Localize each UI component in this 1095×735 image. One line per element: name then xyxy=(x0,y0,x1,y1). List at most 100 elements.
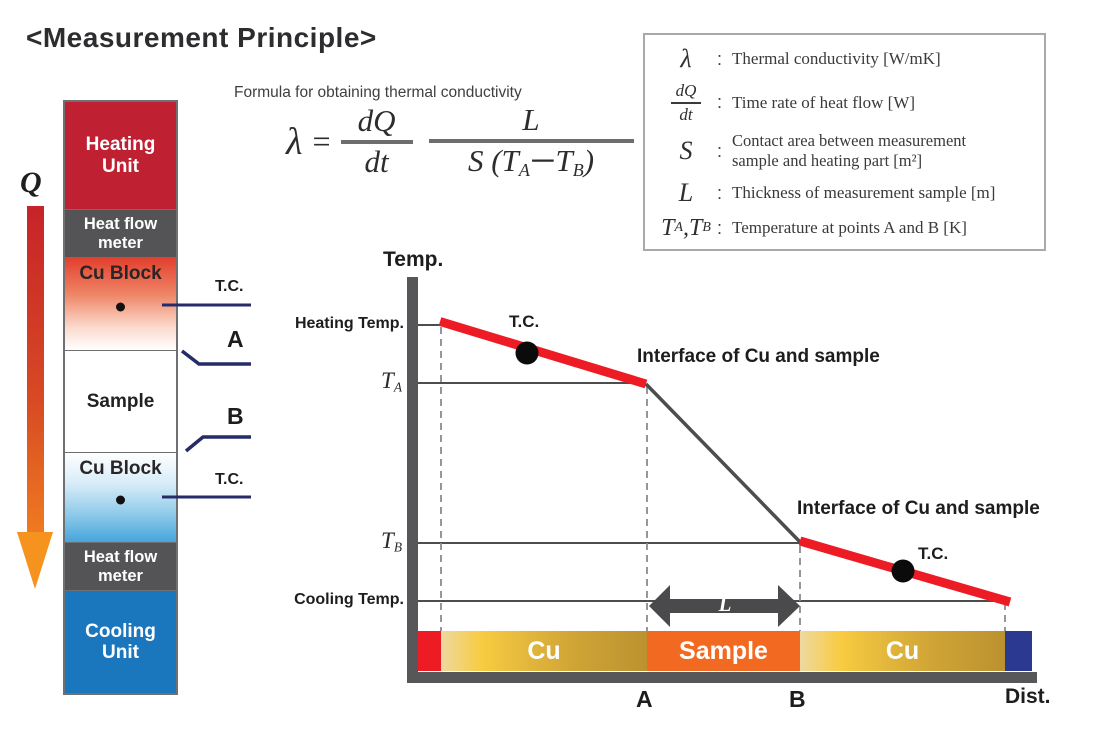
thermal-conductivity-formula: λ = dQ dt L S (TA−TB) xyxy=(286,102,634,180)
bar-cu-left-label: Cu xyxy=(527,636,561,665)
legend-row-lambda: λ : Thermal conductivity [W/mK] xyxy=(659,44,1034,74)
fraction-denominator: S (TA−TB) xyxy=(467,142,595,180)
subscript-a: A xyxy=(674,220,684,236)
cu-block-hot-label: Cu Block xyxy=(79,263,162,284)
separator: , xyxy=(683,214,689,241)
heating-unit-label: Heating Unit xyxy=(85,134,156,177)
heating-unit-block: Heating Unit xyxy=(65,102,176,209)
cu-temperature-line-left xyxy=(438,317,648,389)
den-close: ) xyxy=(583,142,595,178)
heat-flow-meter-bottom-label: Heat flow meter xyxy=(83,548,158,585)
bar-sample-label: Sample xyxy=(679,636,768,665)
colon: : xyxy=(717,92,723,113)
fraction-numerator: dQ xyxy=(357,103,396,139)
cooling-temp-label: Cooling Temp. xyxy=(294,591,404,608)
sample-block: Sample xyxy=(65,350,176,452)
subscript-b: B xyxy=(393,539,402,555)
legend-row-s: S : Contact area between measurement sam… xyxy=(659,131,1034,172)
heat-flow-meter-top-label: Heat flow meter xyxy=(83,215,158,252)
point-b-pointer-line xyxy=(184,435,251,453)
heat-flow-meter-top-block: Heat flow meter xyxy=(65,209,176,257)
cooling-unit-label: Cooling Unit xyxy=(85,620,156,663)
dist-axis-label: Dist. xyxy=(1005,685,1051,708)
colon: : xyxy=(717,217,723,238)
thermocouple-dot-chart-right xyxy=(891,559,915,583)
legend-desc: Time rate of heat flow [W] xyxy=(732,92,916,112)
heat-flow-meter-bottom-block: Heat flow meter xyxy=(65,542,176,590)
tc-chart-label-left: T.C. xyxy=(509,312,540,331)
apparatus-stack: Heating Unit Heat flow meter Cu Block Sa… xyxy=(63,100,178,695)
colon: : xyxy=(717,140,723,161)
bar-cooling-end xyxy=(1005,631,1032,671)
den-open: S (T xyxy=(467,142,519,178)
bar-cu-right: Cu xyxy=(800,631,1005,671)
lambda-symbol: λ xyxy=(286,120,303,163)
thermocouple-label-bottom: T.C. xyxy=(215,471,244,488)
cu-temperature-line-right xyxy=(798,536,1012,607)
symbol-legend-box: λ : Thermal conductivity [W/mK] dQ dt : … xyxy=(643,33,1046,251)
cu-block-cold: Cu Block xyxy=(65,452,176,542)
formula-caption: Formula for obtaining thermal conductivi… xyxy=(234,84,522,101)
l-symbol: L xyxy=(678,178,694,208)
fraction-numerator: L xyxy=(522,102,540,137)
page-title: <Measurement Principle> xyxy=(26,22,377,53)
tb-label: TB xyxy=(368,528,402,556)
legend-row-dqdt: dQ dt : Time rate of heat flow [W] xyxy=(659,81,1034,125)
heat-flow-arrow-head-icon xyxy=(17,532,53,589)
subscript-b: B xyxy=(572,159,584,180)
heating-temp-label: Heating Temp. xyxy=(294,315,404,332)
thermocouple-label-top: T.C. xyxy=(215,278,244,295)
x-tick-a: A xyxy=(636,686,653,712)
colon: : xyxy=(717,182,723,203)
tc-chart-label-right: T.C. xyxy=(918,544,949,563)
subscript-b: B xyxy=(702,220,711,236)
fraction-bar xyxy=(340,139,413,144)
t-base: T xyxy=(661,214,675,241)
t-base: T xyxy=(689,214,703,241)
legend-desc-line2: sample and heating part [m²] xyxy=(732,151,923,171)
point-b-label: B xyxy=(227,403,244,429)
s-symbol: S xyxy=(679,136,693,166)
point-a-label: A xyxy=(227,326,244,352)
bar-heating-end xyxy=(418,631,441,671)
legend-desc: Thickness of measurement sample [m] xyxy=(732,183,996,203)
cu-block-cold-label: Cu Block xyxy=(79,458,162,479)
x-tick-b: B xyxy=(789,686,806,712)
den-t: T xyxy=(555,142,573,178)
distance-axis xyxy=(407,672,1037,683)
bar-sample: Sample xyxy=(647,631,800,671)
subscript-a: A xyxy=(518,159,530,180)
legend-desc-line1: Contact area between measurement xyxy=(732,130,967,150)
temp-axis-label: Temp. xyxy=(383,248,444,271)
fraction-bar xyxy=(671,101,701,104)
l-arrow-label: L xyxy=(718,592,732,616)
temperature-axis xyxy=(407,277,418,683)
fraction: dQ dt xyxy=(671,81,701,125)
cooling-unit-block: Cooling Unit xyxy=(65,590,176,693)
thermocouple-dot-chart-left xyxy=(515,341,539,365)
ta-label: TA xyxy=(368,368,402,396)
colon: : xyxy=(717,48,723,69)
thickness-fraction: L S (TA−TB) xyxy=(428,102,634,180)
t-base: T xyxy=(381,528,394,553)
interface-label-lower: Interface of Cu and sample xyxy=(797,498,1040,519)
bar-cu-left: Cu xyxy=(441,631,647,671)
cu-block-hot: Cu Block xyxy=(65,257,176,350)
legend-desc: Temperature at points A and B [K] xyxy=(732,218,967,238)
q-heat-label: Q xyxy=(20,166,42,199)
bar-cu-right-label: Cu xyxy=(885,636,920,665)
lambda-symbol: λ xyxy=(680,44,692,74)
fraction-bar xyxy=(428,138,634,143)
sample-block-label: Sample xyxy=(86,390,155,412)
minus-sign: − xyxy=(529,142,556,178)
subscript-a: A xyxy=(393,379,402,395)
t-base: T xyxy=(381,368,394,393)
legend-row-l: L : Thickness of measurement sample [m] xyxy=(659,178,1034,208)
fraction-numerator: dQ xyxy=(675,80,697,100)
dqdt-fraction: dQ dt xyxy=(659,81,713,125)
heat-flow-fraction: dQ dt xyxy=(340,103,413,178)
heat-flow-arrow-shaft xyxy=(27,206,44,534)
fraction-denominator: dt xyxy=(679,104,693,124)
